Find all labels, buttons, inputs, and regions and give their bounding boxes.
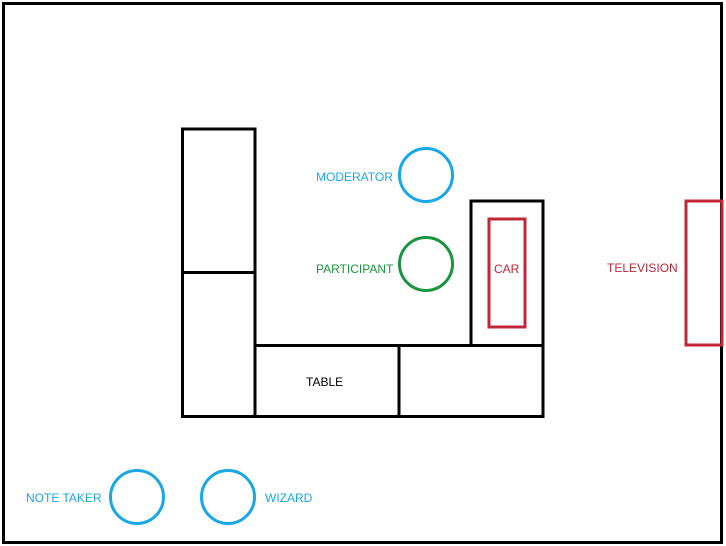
television-label: TELEVISION bbox=[607, 261, 678, 275]
wizard-circle bbox=[200, 469, 256, 525]
table-section-car-base bbox=[469, 199, 545, 347]
table-section-lower-left bbox=[181, 271, 257, 418]
table-group bbox=[181, 127, 545, 418]
participant-label: PARTICIPANT bbox=[316, 262, 394, 276]
table-section-right bbox=[397, 344, 545, 418]
car-label: CAR bbox=[494, 262, 520, 276]
note-taker-circle bbox=[109, 469, 165, 525]
participant-circle bbox=[398, 236, 454, 292]
television-rectangle bbox=[684, 199, 724, 347]
note-taker-label: NOTE TAKER bbox=[26, 491, 102, 505]
moderator-label: MODERATOR bbox=[316, 170, 393, 184]
moderator-circle bbox=[398, 147, 454, 203]
car-rectangle bbox=[487, 217, 527, 329]
table-label: TABLE bbox=[306, 375, 343, 389]
table-section-upper-left bbox=[181, 127, 257, 274]
wizard-label: WIZARD bbox=[265, 491, 313, 505]
